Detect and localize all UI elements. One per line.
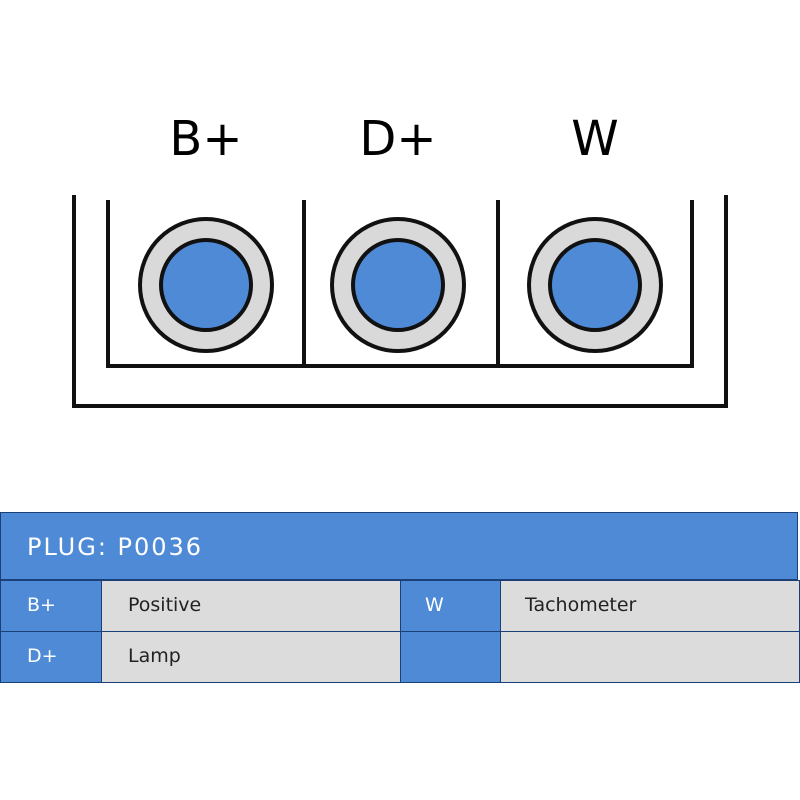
pin-label-d-plus: D+ — [359, 111, 437, 167]
pin-terminal-b-plus — [138, 217, 274, 353]
connector-diagram — [72, 195, 728, 408]
pin-code-cell-empty — [400, 631, 501, 683]
pin-label-w: W — [571, 111, 619, 167]
pin-description-cell: Tachometer — [500, 580, 800, 632]
pin-code-cell: W — [400, 580, 501, 632]
pin-code-cell: B+ — [0, 580, 102, 632]
connector-housing-inner — [106, 200, 694, 368]
pin-description-cell: Positive — [101, 580, 401, 632]
pin-terminal-d-plus — [330, 217, 466, 353]
pin-code-cell: D+ — [0, 631, 102, 683]
plug-table: PLUG: P0036 B+ Positive W Tachometer D+ … — [0, 512, 800, 684]
connector-housing-outer — [72, 195, 728, 408]
pin-description-cell: Lamp — [101, 631, 401, 683]
pin-terminal-w — [527, 217, 663, 353]
plug-title: PLUG: P0036 — [0, 512, 798, 580]
pin-description-cell-empty — [500, 631, 800, 683]
pin-label-b-plus: B+ — [169, 111, 243, 167]
